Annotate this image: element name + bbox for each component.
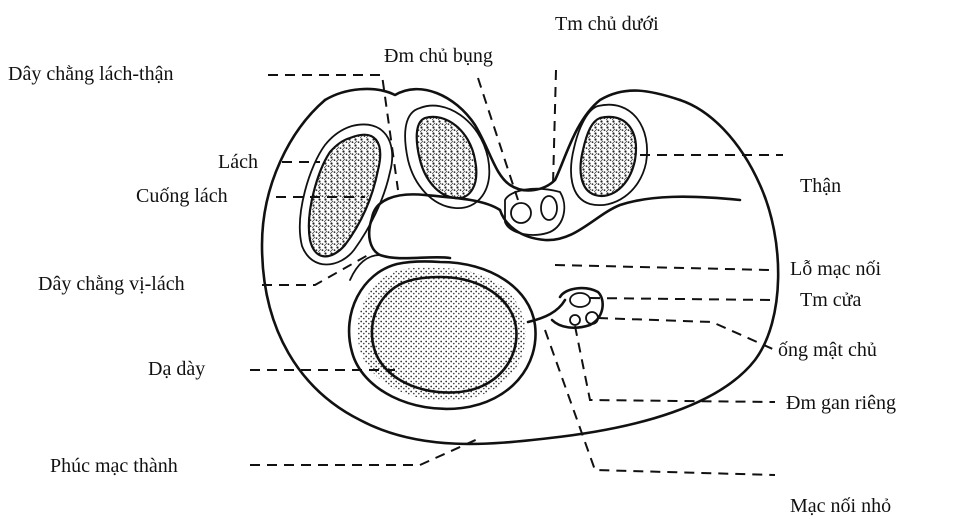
stomach-wall [357, 267, 525, 400]
label-tm-cua: Tm cửa [800, 289, 861, 311]
label-day-chang-vi-lach: Dây chằng vị-lách [38, 273, 185, 295]
label-dm-gan-rieng: Đm gan riêng [786, 392, 896, 414]
splenorenal-fold [369, 218, 450, 258]
label-day-chang-lach-than: Dây chằng lách-thận [8, 63, 173, 85]
gastrosplenic-ligament [350, 255, 380, 280]
label-lo-mac-noi: Lỗ mạc nối [790, 258, 882, 280]
common-bile-duct [586, 312, 598, 324]
label-cuong-lach: Cuống lách [136, 185, 228, 207]
right-kidney [581, 117, 636, 196]
label-lach: Lách [218, 151, 258, 173]
leader-lo-mac-noi [555, 265, 770, 270]
left-kidney [417, 117, 477, 198]
portal-vein [570, 293, 590, 307]
leader-dm-gan-rieng [575, 326, 775, 402]
leader-tm-cua [590, 298, 770, 300]
leader-dm-chu-bung [478, 78, 518, 200]
label-mac-noi-nho: Mạc nối nhỏ [790, 495, 891, 517]
proper-hepatic-artery [570, 315, 580, 325]
label-than: Thận [800, 175, 841, 197]
leader-tm-chu-duoi [553, 70, 556, 185]
label-tm-chu-duoi: Tm chủ dưới [555, 13, 659, 35]
label-ong-mat-chu: ống mật chủ [778, 339, 877, 361]
label-da-day: Dạ dày [148, 358, 205, 380]
inferior-vena-cava [541, 196, 557, 220]
leader-ong-mat-chu [598, 318, 775, 350]
label-dm-chu-bung: Đm chủ bụng [384, 45, 493, 67]
label-phuc-mac-thanh: Phúc mạc thành [50, 455, 178, 477]
aorta [511, 203, 531, 223]
leader-day-chang-vi-lach [262, 255, 368, 285]
